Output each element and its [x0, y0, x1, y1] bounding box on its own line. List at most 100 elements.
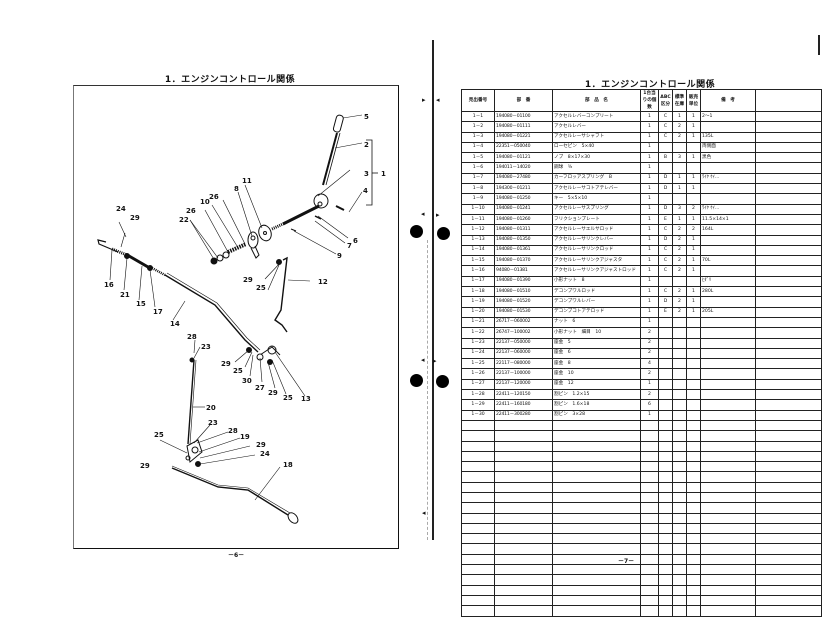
cell-abc — [658, 368, 673, 380]
empty-cell — [700, 440, 756, 452]
cell-unit — [686, 378, 701, 391]
cell-ref: 1－30 — [461, 409, 495, 421]
empty-cell — [686, 512, 701, 524]
cell-extra — [755, 255, 822, 267]
cell-remarks: 135L — [700, 131, 756, 143]
empty-cell — [494, 522, 553, 535]
empty-cell — [700, 461, 756, 473]
cell-extra — [755, 316, 822, 329]
cell-std: 2 — [672, 306, 687, 318]
empty-table-row — [461, 440, 822, 452]
cell-abc: C — [658, 131, 673, 143]
cell-std: 2 — [672, 224, 687, 236]
cell-ref: 1－26 — [461, 368, 495, 380]
cell-extra — [755, 409, 822, 421]
cell-name: アクセルレーサスプリング — [552, 203, 641, 215]
svg-text:20: 20 — [206, 404, 216, 412]
cell-name: アクセルレーサコトアテレバー — [552, 183, 641, 195]
cell-name: ノブ 8×17×30 — [552, 152, 641, 164]
cell-ref: 1－27 — [461, 378, 495, 391]
cell-abc: C — [658, 244, 673, 257]
cell-extra — [755, 183, 822, 195]
cell-unit: 2 — [686, 224, 701, 236]
cell-ref: 1－24 — [461, 347, 495, 360]
empty-cell — [658, 512, 673, 524]
cell-qty: 2 — [640, 347, 659, 360]
empty-cell — [700, 419, 756, 432]
cell-ref: 1－22 — [461, 327, 495, 339]
cell-qty: 1 — [640, 213, 659, 226]
col-header-sell-unit: 販売単位 — [686, 89, 701, 112]
cell-remarks — [700, 389, 756, 401]
cell-part-no: 194080－01520 — [494, 296, 553, 308]
empty-cell — [494, 430, 553, 442]
cell-remarks — [700, 337, 756, 349]
cell-std — [672, 316, 687, 329]
cell-std: 2 — [672, 296, 687, 308]
empty-cell — [686, 491, 701, 504]
cell-abc: D — [658, 203, 673, 215]
cell-ref: 1－5 — [461, 152, 495, 164]
cell-name: アクセルレーサリンクロッド — [552, 244, 641, 257]
cell-remarks: 70L — [700, 255, 756, 267]
cell-part-no: 26747－100002 — [494, 327, 553, 339]
empty-cell — [755, 440, 822, 452]
empty-table-row — [461, 450, 822, 463]
cell-qty: 1 — [640, 162, 659, 174]
cell-extra — [755, 378, 822, 391]
cell-name: 割ピン 1.2×15 — [552, 389, 641, 401]
cell-abc: C — [658, 286, 673, 298]
cell-std — [672, 141, 687, 154]
cell-ref: 1－12 — [461, 224, 495, 236]
svg-text:28: 28 — [228, 427, 238, 435]
empty-cell — [658, 533, 673, 545]
cell-ref: 1－16 — [461, 265, 495, 277]
empty-cell — [552, 461, 641, 473]
svg-text:24: 24 — [260, 450, 270, 458]
cell-remarks: 黒色 — [700, 152, 756, 164]
empty-cell — [672, 491, 687, 504]
cell-abc: C — [658, 224, 673, 236]
cell-extra — [755, 296, 822, 308]
cell-qty: 1 — [640, 193, 659, 205]
cell-unit: 1 — [686, 306, 701, 318]
cell-part-no: 22411－160180 — [494, 399, 553, 411]
empty-cell — [672, 522, 687, 535]
svg-text:9: 9 — [337, 252, 342, 260]
empty-table-row — [461, 594, 822, 607]
cell-unit: 1 — [686, 255, 701, 267]
cell-remarks: 164L — [700, 224, 756, 236]
svg-text:25: 25 — [256, 284, 266, 292]
empty-cell — [494, 512, 553, 524]
cell-qty: 1 — [640, 110, 659, 123]
svg-text:23: 23 — [208, 419, 218, 427]
cell-abc — [658, 275, 673, 288]
cell-extra — [755, 275, 822, 288]
registration-mark: ▸ — [422, 96, 426, 104]
cell-part-no: 194080－01350 — [494, 234, 553, 246]
svg-text:18: 18 — [283, 461, 293, 469]
empty-table-row — [461, 564, 822, 576]
cell-qty: 1 — [640, 152, 659, 164]
empty-cell — [658, 594, 673, 607]
registration-mark: ◂ — [436, 96, 440, 104]
empty-cell — [461, 461, 495, 473]
cell-extra — [755, 141, 822, 154]
cell-ref: 1－10 — [461, 203, 495, 215]
cell-name: デコンプワルロッド — [552, 286, 641, 298]
cell-name: アクセルレバーコンプリート — [552, 110, 641, 123]
binding-hole — [410, 374, 423, 387]
empty-cell — [700, 543, 756, 555]
empty-cell — [552, 419, 641, 432]
binding-hole — [410, 225, 423, 238]
cell-extra — [755, 306, 822, 318]
empty-cell — [640, 512, 659, 524]
empty-cell — [658, 491, 673, 504]
left-page-title: 1．エンジンコントロール関係 — [164, 75, 296, 85]
cell-name: 小形ナット 細目 10 — [552, 327, 641, 339]
empty-cell — [672, 594, 687, 607]
